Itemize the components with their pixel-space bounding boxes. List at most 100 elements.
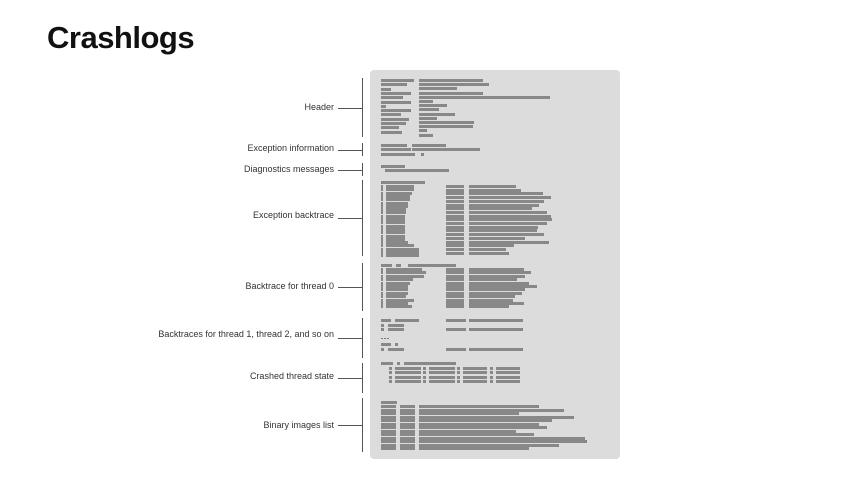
register-value: [395, 367, 421, 370]
page-title: Crashlogs: [47, 20, 195, 55]
binary-name: [419, 426, 547, 429]
backtrace-address: [446, 214, 464, 218]
header-line: [381, 122, 406, 125]
backtrace-symbol: [469, 247, 506, 251]
backtrace-binary: [386, 185, 414, 188]
thread-header-line: [396, 264, 401, 267]
header-line: [419, 100, 433, 103]
backtrace-binary: [386, 211, 406, 215]
backtrace-address: [446, 302, 464, 305]
label-crashed-thread-state: Crashed thread state: [249, 371, 334, 381]
backtrace-symbol: [469, 188, 521, 192]
backtrace-binary: [386, 302, 408, 305]
binary-address: [400, 419, 415, 422]
binary-address: [381, 426, 396, 429]
register-value: [429, 367, 455, 370]
backtrace-binary: [386, 281, 410, 285]
header-line: [381, 117, 409, 121]
binary-address: [400, 426, 415, 429]
backtrace-binary: [386, 208, 406, 212]
backtrace-symbol: [469, 240, 549, 244]
header-line: [419, 108, 439, 112]
binary-address: [381, 436, 396, 440]
thread-state-line: [381, 362, 393, 365]
label-diagnostics-messages: Diagnostics messages: [243, 164, 334, 174]
backtrace-symbol: [469, 268, 524, 271]
header-line: [381, 96, 403, 100]
backtrace-index: [381, 271, 383, 275]
register-name: [490, 375, 493, 379]
backtrace-address: [446, 274, 464, 278]
thread-line: [381, 328, 384, 331]
register-name: [457, 375, 460, 379]
register-name: [423, 375, 426, 379]
thread-line: [381, 319, 391, 322]
backtrace-index: [381, 278, 383, 282]
backtrace-binary: [386, 254, 419, 258]
backtrace-symbol: [469, 291, 522, 295]
backtrace-symbol: [469, 271, 531, 275]
thread-state-line: [404, 362, 456, 365]
register-value: [395, 375, 421, 379]
binary-address: [400, 447, 415, 450]
backtrace-binary: [386, 234, 405, 238]
binary-address: [381, 412, 396, 415]
backtrace-address: [446, 295, 464, 299]
bracket-exception-backtrace: [338, 180, 363, 256]
backtrace-index: [381, 241, 383, 245]
bracket-diagnostics-messages: [338, 163, 363, 176]
thread-line: [395, 343, 398, 346]
backtrace-index: [381, 274, 383, 278]
diagnostics-line: [385, 169, 449, 172]
crashlog-preview-panel: [370, 70, 620, 459]
header-line: [381, 126, 399, 130]
backtrace-index: [381, 254, 383, 258]
backtrace-binary: [386, 231, 405, 235]
backtrace-address: [446, 210, 464, 214]
backtrace-binary: [386, 191, 412, 195]
binary-address: [381, 433, 396, 436]
backtrace-address: [446, 305, 464, 309]
binary-name: [419, 440, 587, 443]
thread-line: [395, 319, 419, 322]
backtrace-symbol: [469, 185, 516, 188]
backtrace-binary: [386, 271, 426, 275]
thread-header-line: [408, 264, 456, 267]
binary-address: [381, 440, 396, 443]
backtrace-index: [381, 298, 383, 302]
backtrace-index: [381, 285, 383, 288]
exception-info-line: [412, 148, 480, 151]
backtrace-index: [381, 237, 383, 241]
header-line: [419, 95, 550, 99]
binary-images-header: [381, 401, 397, 404]
backtrace-symbol: [469, 278, 517, 282]
header-line: [419, 112, 455, 116]
binary-name: [419, 415, 574, 419]
register-value: [463, 375, 487, 379]
backtrace-index: [381, 288, 383, 292]
header-line: [419, 125, 473, 129]
binary-name: [419, 412, 519, 415]
backtrace-symbol: [469, 285, 537, 288]
register-value: [496, 379, 520, 383]
backtrace-binary: [386, 274, 424, 278]
backtrace-symbol: [469, 298, 513, 302]
backtrace-symbol: [469, 305, 509, 309]
register-name: [457, 379, 460, 383]
backtrace-index: [381, 281, 383, 285]
thread-line: [388, 348, 404, 351]
binary-address: [381, 447, 396, 450]
backtrace-index: [381, 291, 383, 295]
backtrace-address: [446, 196, 464, 200]
thread-header-line: [381, 264, 392, 267]
register-name: [389, 379, 392, 383]
backtrace-binary: [386, 204, 408, 208]
register-value: [496, 367, 520, 370]
thread-line: [469, 319, 523, 322]
bracket-backtrace-thread-0: [338, 263, 363, 311]
binary-address: [381, 415, 396, 419]
backtrace-address: [446, 199, 464, 203]
backtrace-symbol: [469, 222, 547, 225]
backtrace-index: [381, 247, 383, 251]
register-value: [429, 379, 455, 383]
